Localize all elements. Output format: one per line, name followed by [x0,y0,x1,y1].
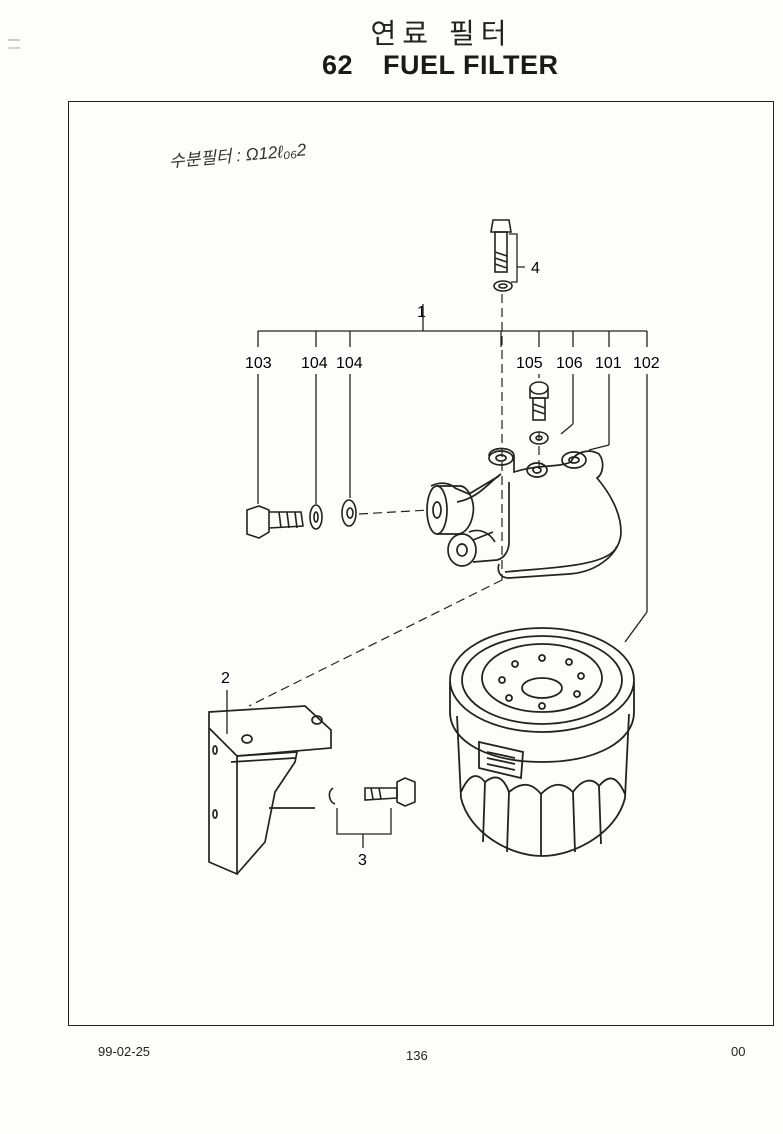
callout-1: 1 [417,304,426,321]
callout-104-b: 104 [336,355,363,372]
washer-part-4 [493,280,513,292]
callout-106: 106 [556,355,583,372]
callout-104-a: 104 [301,355,328,372]
footer-page-number: 136 [406,1048,428,1063]
scan-marks [6,36,22,56]
part-leader-lines [257,374,648,643]
callout-3: 3 [358,852,367,869]
page-title-english: FUEL FILTER [383,50,559,80]
callout-105: 105 [516,355,543,372]
exploded-parts-diagram: 수분필터 : Ω12ℓ₀₆2 4 1 103 104 1 [168,140,660,876]
page-title: 62 FUEL FILTER [322,50,559,81]
diagram-frame: 수분필터 : Ω12ℓ₀₆2 4 1 103 104 1 [68,101,774,1026]
leader-part-3 [336,808,392,848]
filter-cartridge-part-102 [449,627,635,857]
callout-102: 102 [633,355,660,372]
bolt-part-3 [328,777,416,807]
footer-date: 99-02-25 [98,1044,151,1059]
callout-2: 2 [221,670,230,687]
callout-101: 101 [595,355,622,372]
footer-revision: 00 [731,1044,746,1059]
handwritten-note: 수분필터 : Ω12ℓ₀₆2 [168,140,307,171]
callout-103: 103 [245,355,272,372]
page-title-korean: 연료 필터 [370,17,513,50]
callout-4: 4 [531,260,540,277]
bolt-part-105 [529,381,549,421]
leader-part-4 [509,233,525,283]
bracket-part-2 [208,705,332,876]
bolt-part-103 [246,505,304,539]
bolt-part-4 [490,219,512,273]
filter-head-part-101 [426,447,622,579]
washer-part-104-a [309,504,323,530]
section-number: 62 [322,50,354,80]
washer-part-104-b [341,499,357,527]
leader-group-1 [257,304,648,347]
washer-part-106 [529,431,549,445]
